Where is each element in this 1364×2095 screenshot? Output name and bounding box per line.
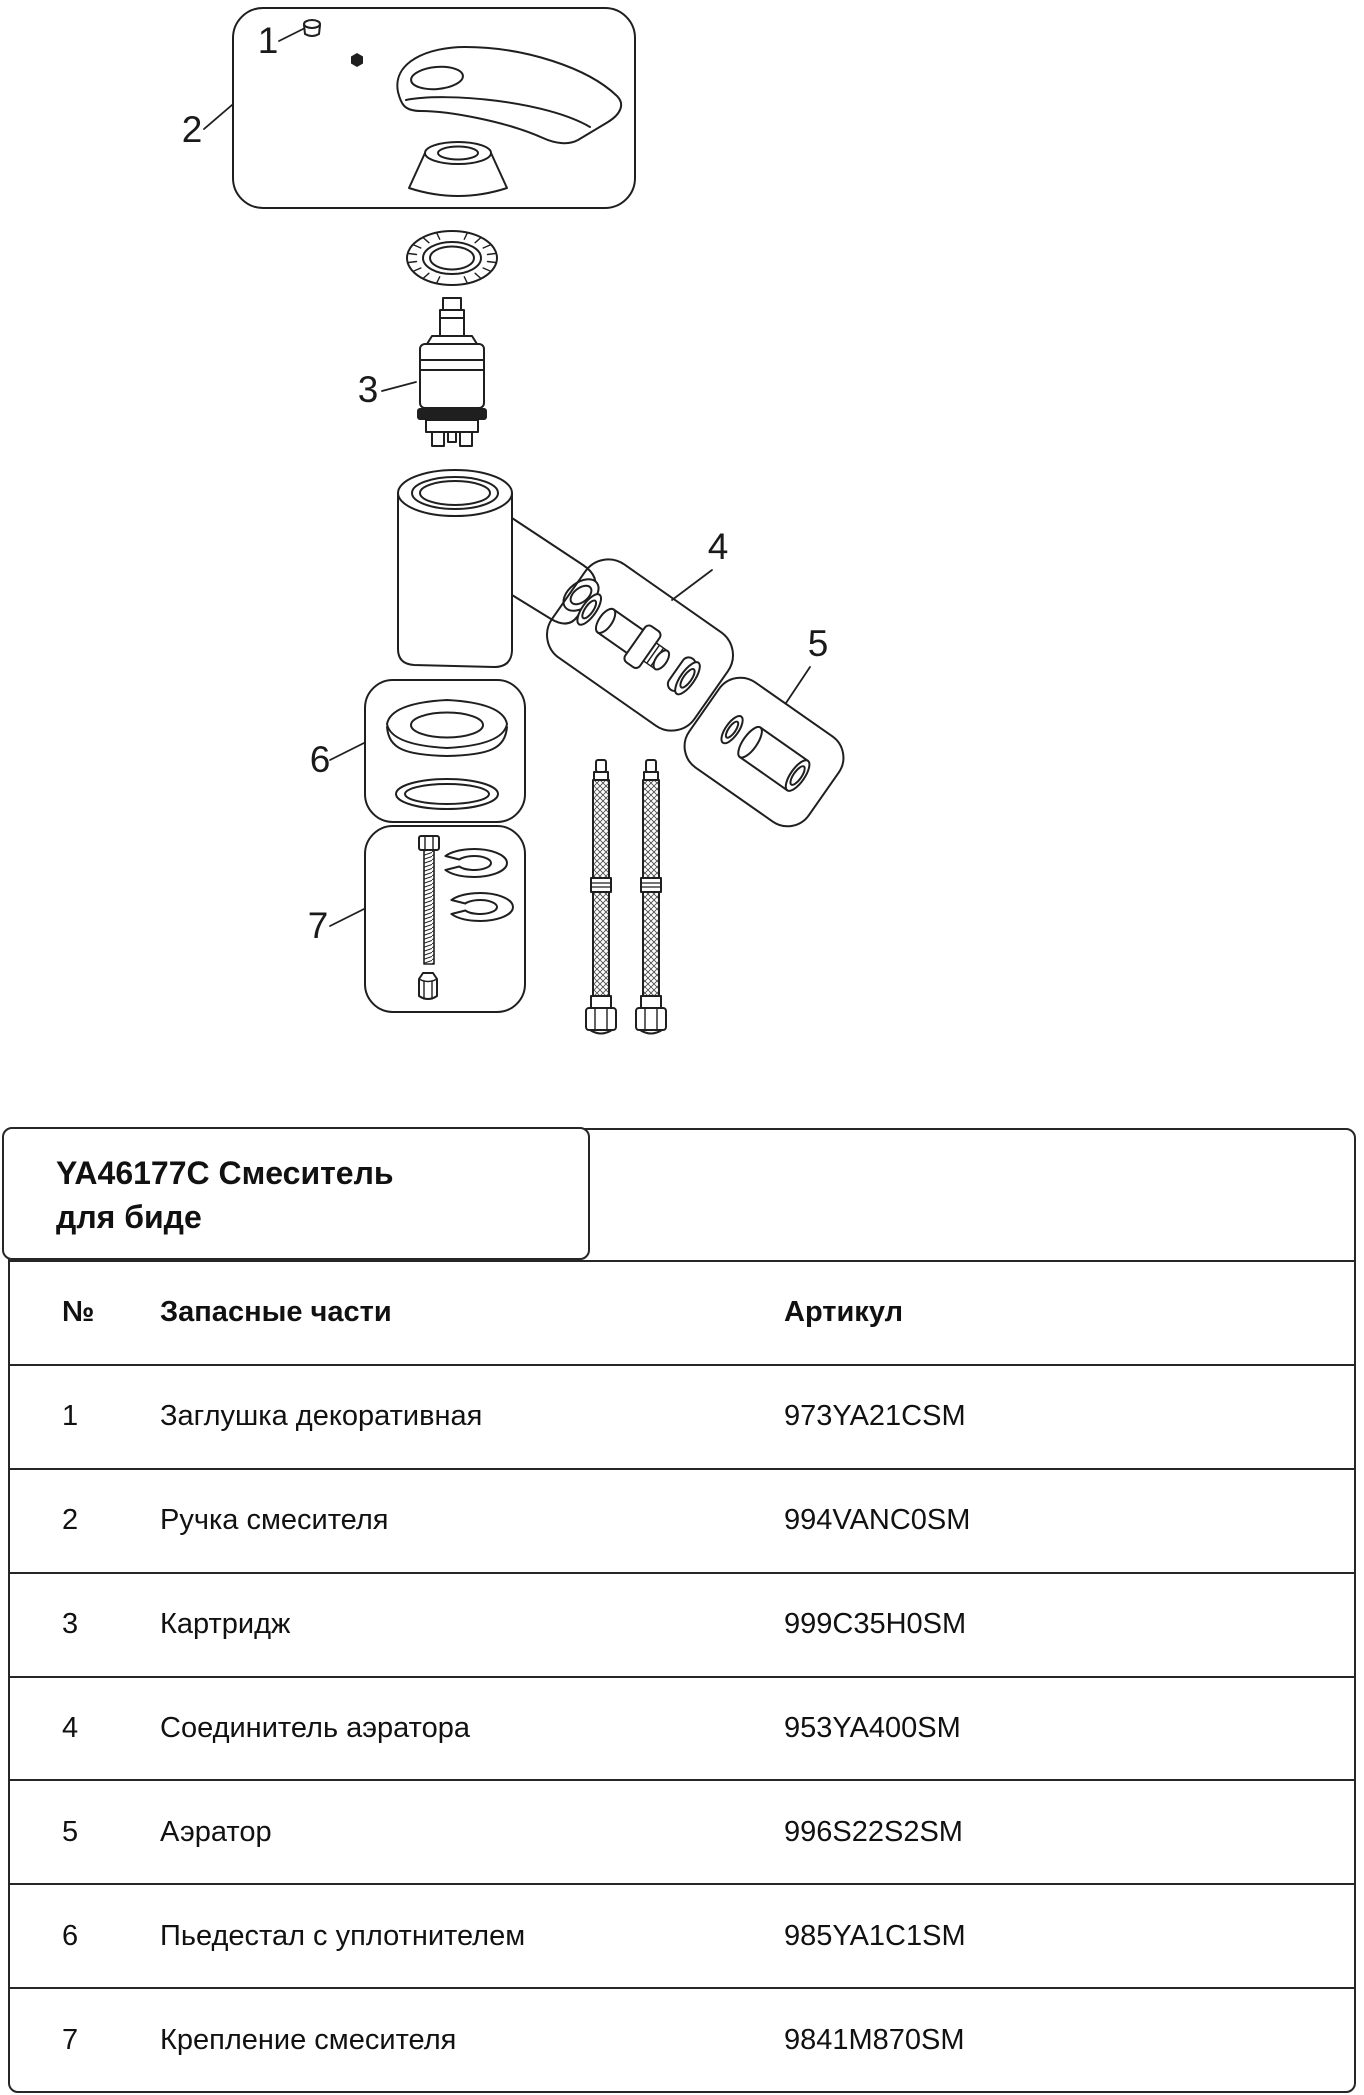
part2-handle-skirt: [408, 141, 508, 197]
exploded-diagram: 1 2 3 4 5 6 7: [182, 7, 845, 1035]
product-title-box: YA46177C Смеситель для биде: [2, 1127, 590, 1260]
col-header-article: Артикул: [784, 1296, 903, 1329]
callout-1: 1: [258, 20, 279, 61]
cell-name: Соединитель аэратора: [160, 1711, 470, 1744]
part1-decorative-plug: [303, 19, 321, 37]
leader-4: [671, 569, 713, 601]
part2-enclosure-box: [232, 7, 636, 209]
callout-4: 4: [708, 526, 729, 567]
part6-pedestal: [364, 679, 526, 823]
table-row: 6 Пьедестал с уплотнителем 985YA1C1SM: [10, 1883, 1354, 1987]
cell-num: 7: [62, 2023, 79, 2056]
col-header-num: №: [62, 1296, 95, 1329]
callout-2: 2: [182, 109, 203, 150]
cell-name: Картридж: [160, 1608, 291, 1641]
cell-num: 1: [62, 1400, 79, 1433]
part3-cartridge: [417, 297, 487, 447]
cell-name: Заглушка декоративная: [160, 1400, 483, 1433]
table-row: 2 Ручка смесителя 994VANC0SM: [10, 1467, 1354, 1572]
part4-aerator-connector: [546, 558, 734, 732]
leader-6: [329, 742, 365, 761]
table-row: 1 Заглушка декоративная 973YA21CSM: [10, 1363, 1354, 1468]
product-title-line2: для биде: [56, 1199, 202, 1235]
leader-2: [203, 104, 233, 130]
callout-6: 6: [310, 739, 331, 780]
table-row: 5 Аэратор 996S22S2SM: [10, 1779, 1354, 1883]
cell-name: Пьедестал с уплотнителем: [160, 1919, 526, 1952]
cell-name: Ручка смесителя: [160, 1504, 389, 1537]
cell-article: 985YA1C1SM: [784, 1919, 966, 1952]
callout-5: 5: [808, 623, 829, 664]
cell-article: 994VANC0SM: [784, 1504, 971, 1537]
leader-3: [381, 381, 417, 392]
callout-7: 7: [308, 905, 329, 946]
table-header-row: № Запасные части Артикул: [10, 1260, 1354, 1364]
product-title-line1: YA46177C Смеситель: [56, 1155, 394, 1191]
leader-7: [329, 908, 365, 927]
callout-leader-lines: [203, 28, 811, 927]
cell-article: 953YA400SM: [784, 1711, 961, 1744]
cell-num: 3: [62, 1608, 79, 1641]
part2-handle: [396, 46, 623, 145]
callout-numbers: 1 2 3 4 5 6 7: [182, 20, 829, 946]
flex-hose-left: [585, 759, 617, 1035]
part7-mounting-kit: [364, 825, 526, 1013]
faucet-body: [397, 469, 600, 668]
callout-3: 3: [358, 369, 379, 410]
leader-1: [278, 28, 304, 42]
table-row: 4 Соединитель аэратора 953YA400SM: [10, 1675, 1354, 1780]
col-header-name: Запасные части: [160, 1296, 392, 1329]
cell-num: 5: [62, 1815, 79, 1848]
flex-hose-right: [635, 759, 667, 1035]
cell-article: 999C35H0SM: [784, 1608, 967, 1641]
part5-aerator: [683, 676, 845, 828]
parts-table: № Запасные части Артикул 1 Заглушка деко…: [10, 1260, 1354, 2091]
leader-5: [785, 666, 811, 704]
table-row: 7 Крепление смесителя 9841M870SM: [10, 1987, 1354, 2091]
cell-name: Крепление смесителя: [160, 2023, 457, 2056]
cell-article: 996S22S2SM: [784, 1815, 963, 1848]
cell-name: Аэратор: [160, 1815, 272, 1848]
table-row: 3 Картридж 999C35H0SM: [10, 1571, 1354, 1676]
threaded-collar: [406, 230, 498, 286]
handle-set-screw: [351, 53, 363, 67]
parts-sheet: № Запасные части Артикул 1 Заглушка деко…: [8, 1128, 1356, 2093]
cell-article: 973YA21CSM: [784, 1400, 966, 1433]
cell-article: 9841M870SM: [784, 2023, 965, 2056]
cell-num: 2: [62, 1504, 79, 1537]
cell-num: 4: [62, 1711, 79, 1744]
cell-num: 6: [62, 1919, 79, 1952]
